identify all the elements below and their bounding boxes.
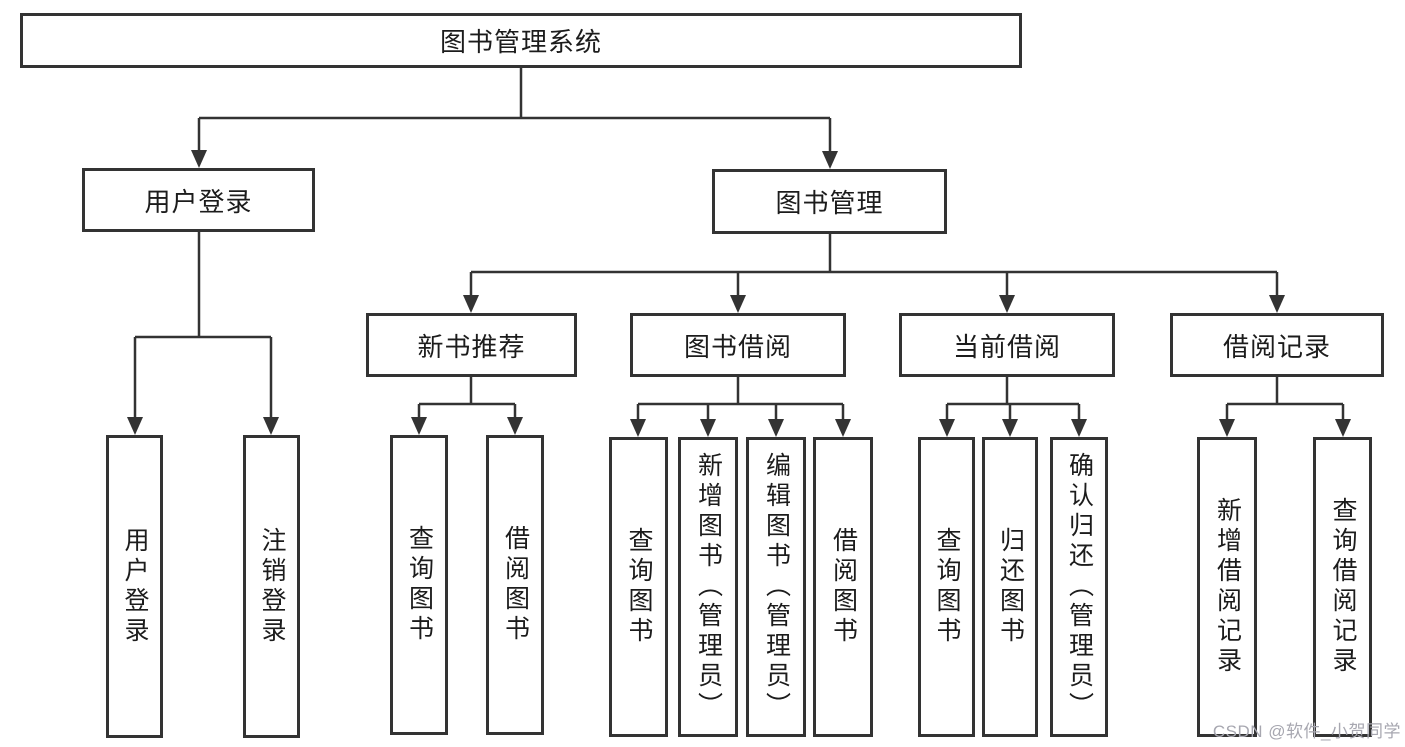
node-logout-label: 注销登录: [258, 526, 286, 647]
arrowhead: [730, 295, 746, 313]
arrowhead: [630, 419, 646, 437]
node-borrow-edit: 编辑图书（管理员）: [746, 437, 806, 737]
node-records-add: 新增借阅记录: [1197, 437, 1257, 737]
arrowhead: [835, 419, 851, 437]
node-records-label: 借阅记录: [1222, 331, 1331, 362]
node-new-rec-query-label: 查询图书: [405, 525, 434, 645]
arrowhead: [1335, 419, 1351, 437]
watermark: CSDN @软件_小贺同学: [1212, 722, 1401, 741]
node-records-query-label: 查询借阅记录: [1329, 497, 1357, 677]
node-new-rec-query: 查询图书: [390, 435, 448, 735]
node-records-query: 查询借阅记录: [1313, 437, 1372, 737]
node-borrow-add: 新增图书（管理员）: [678, 437, 738, 737]
node-borrow-label: 图书借阅: [683, 331, 792, 362]
node-root-label: 图书管理系统: [439, 27, 602, 57]
arrowhead: [1071, 419, 1087, 437]
node-new-rec-borrow: 借阅图书: [486, 435, 544, 735]
arrowhead: [999, 295, 1015, 313]
arrowhead: [507, 417, 523, 435]
node-borrow-add-label: 新增图书（管理员）: [694, 452, 723, 722]
node-new-rec: 新书推荐: [366, 313, 577, 377]
arrowhead: [127, 417, 143, 435]
node-current-confirm: 确认归还（管理员）: [1050, 437, 1108, 737]
node-records-add-label: 新增借阅记录: [1213, 497, 1242, 677]
arrowhead: [1219, 419, 1235, 437]
node-book-mgmt: 图书管理: [712, 169, 947, 234]
node-user-login-label: 用户登录: [144, 186, 253, 217]
node-borrow: 图书借阅: [630, 313, 846, 377]
arrowhead: [263, 417, 279, 435]
node-current-return: 归还图书: [982, 437, 1038, 737]
node-current: 当前借阅: [899, 313, 1115, 377]
connector-user-login-children: [127, 232, 279, 435]
node-login-label: 用户登录: [121, 526, 149, 647]
node-borrow-query-label: 查询图书: [625, 527, 653, 647]
node-new-rec-borrow-label: 借阅图书: [501, 525, 530, 645]
node-new-rec-label: 新书推荐: [417, 331, 526, 362]
node-borrow-query: 查询图书: [609, 437, 668, 737]
node-logout: 注销登录: [243, 435, 300, 738]
node-current-confirm-label: 确认归还（管理员）: [1065, 452, 1094, 722]
arrowhead: [822, 151, 838, 169]
connector-records-children: [1219, 377, 1351, 437]
arrowhead: [463, 295, 479, 313]
node-user-login: 用户登录: [82, 168, 315, 232]
node-current-query-label: 查询图书: [933, 527, 961, 647]
arrowhead: [1269, 295, 1285, 313]
node-current-return-label: 归还图书: [996, 527, 1025, 647]
connector-root-to-level1: [191, 68, 838, 169]
arrowhead: [411, 417, 427, 435]
connector-borrow-children: [630, 377, 851, 437]
arrowhead: [768, 419, 784, 437]
node-borrow-edit-label: 编辑图书（管理员）: [762, 452, 791, 722]
node-root: 图书管理系统: [20, 13, 1022, 68]
arrowhead: [1002, 419, 1018, 437]
arrowhead: [939, 419, 955, 437]
node-borrow-borrow-label: 借阅图书: [829, 527, 858, 647]
connector-new-rec-children: [411, 377, 523, 435]
node-current-query: 查询图书: [918, 437, 975, 737]
arrowhead: [191, 150, 207, 168]
arrowhead: [700, 419, 716, 437]
connector-book-mgmt-children: [463, 234, 1285, 313]
node-records: 借阅记录: [1170, 313, 1384, 377]
node-book-mgmt-label: 图书管理: [775, 188, 884, 218]
node-login: 用户登录: [106, 435, 163, 738]
connector-current-children: [939, 377, 1087, 437]
node-current-label: 当前借阅: [952, 331, 1061, 362]
node-borrow-borrow: 借阅图书: [813, 437, 873, 737]
